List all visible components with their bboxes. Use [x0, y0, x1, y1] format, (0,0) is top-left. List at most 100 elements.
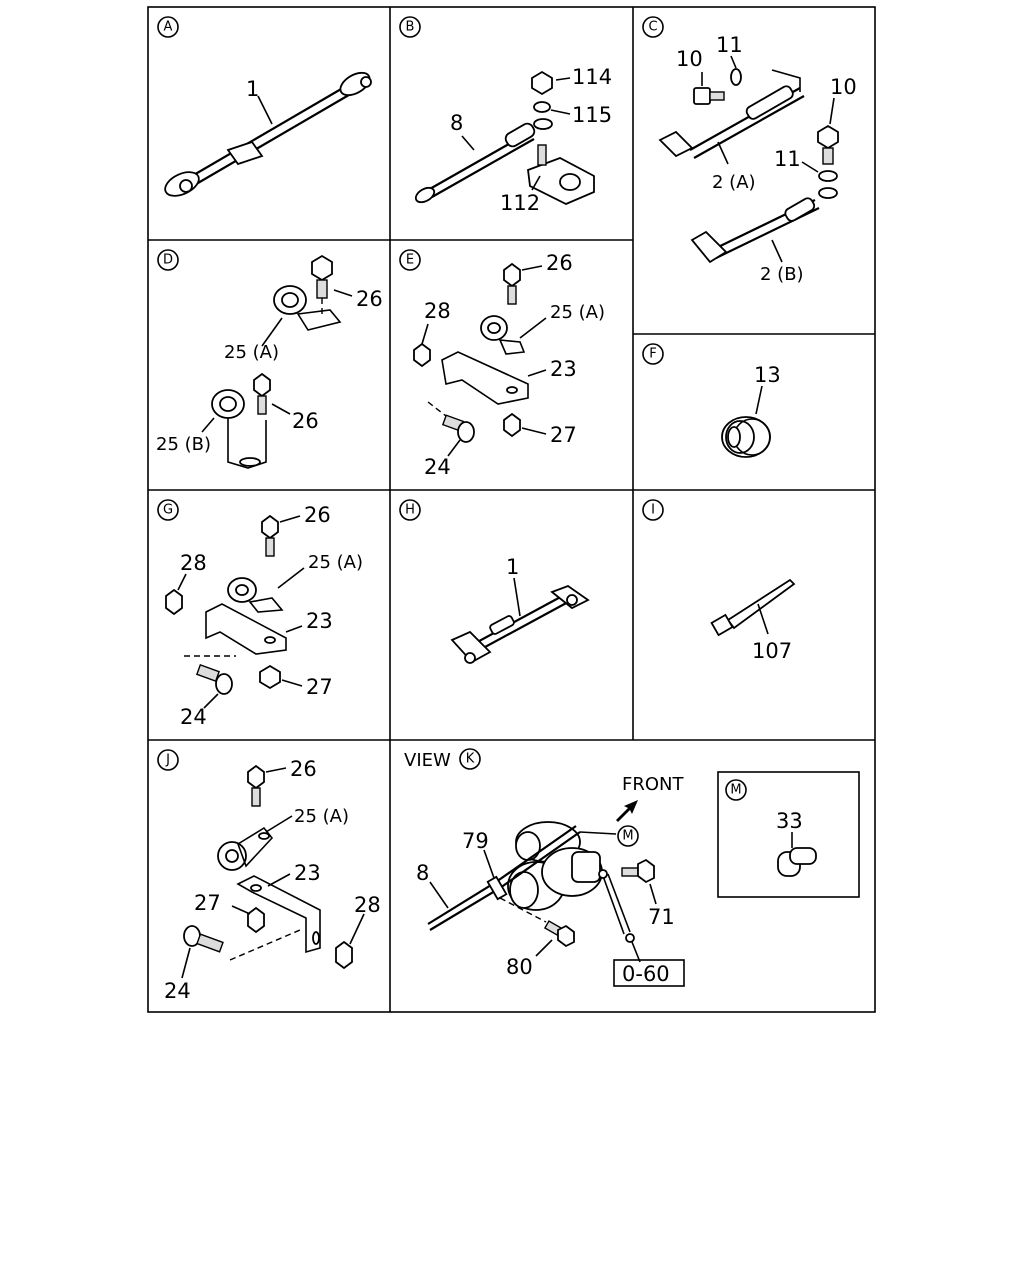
bolt-26	[503, 262, 521, 305]
ring-terminal	[598, 869, 608, 879]
part-label: 26	[546, 251, 573, 275]
part-label: 23	[306, 609, 333, 633]
part-label: 33	[776, 809, 803, 833]
part-label: 28	[180, 551, 207, 575]
diagram-grid	[147, 6, 876, 1013]
panel-m: M 33	[717, 771, 860, 898]
part-label: 24	[164, 979, 191, 1003]
leader-line	[461, 135, 475, 151]
panel-k-letter: K	[459, 748, 481, 770]
leader-line	[519, 317, 547, 339]
svg-text:G: G	[163, 503, 173, 518]
battery-cable-2a	[658, 69, 805, 159]
bolt-10-b	[817, 124, 839, 165]
panel-f-letter: F	[642, 343, 664, 365]
leader-line	[201, 417, 215, 433]
svg-text:K: K	[466, 752, 475, 767]
nut-27	[503, 412, 521, 438]
part-label: 25 (A)	[224, 342, 279, 363]
panel-h-letter: H	[399, 499, 421, 521]
leader-line	[349, 913, 365, 945]
part-label: 8	[416, 861, 429, 885]
part-label: 80	[506, 955, 533, 979]
panel-j-letter: J	[157, 749, 179, 771]
nut-27	[247, 906, 265, 934]
bolt-24	[184, 655, 236, 695]
leader-line	[755, 385, 763, 415]
battery-cable-1	[164, 71, 372, 197]
ring-terminal	[533, 118, 553, 130]
leader-line	[521, 427, 547, 435]
part-label: 25 (A)	[308, 552, 363, 573]
leader-line	[483, 849, 495, 879]
leader-line	[333, 289, 353, 297]
battery-terminal-112	[527, 144, 595, 205]
part-label: 28	[354, 893, 381, 917]
leader-line	[531, 175, 541, 191]
part-label: 26	[304, 503, 331, 527]
part-label: 23	[550, 357, 577, 381]
leader-line	[181, 947, 191, 979]
panel-h: H 1	[399, 499, 590, 664]
leader-line	[801, 161, 819, 173]
leader-line	[535, 939, 553, 957]
svg-text:B: B	[406, 20, 415, 35]
ring-terminal-b	[818, 187, 838, 199]
part-label: 27	[550, 423, 577, 447]
svg-text:C: C	[648, 20, 657, 35]
leader-line	[177, 573, 187, 591]
bolt-26	[261, 514, 279, 557]
panel-g: G 26 28 25 (A) 23 27	[157, 499, 363, 729]
bolt-26-b	[253, 372, 271, 415]
nut-27	[259, 664, 281, 690]
panel-k: VIEW K FRONT	[404, 748, 685, 987]
clip-25a	[480, 315, 526, 355]
part-label: 24	[180, 705, 207, 729]
part-label: 11	[774, 147, 801, 171]
leader-line	[513, 577, 521, 617]
leader-line	[261, 317, 283, 347]
leader-line	[429, 881, 449, 909]
nut-28	[335, 940, 353, 970]
leader-line	[527, 369, 547, 377]
part-label: 25 (A)	[550, 302, 605, 323]
panel-b-letter: B	[399, 16, 421, 38]
leader-line	[550, 109, 571, 115]
leader-line	[555, 77, 571, 81]
leader-line	[285, 625, 303, 633]
part-label: 107	[752, 639, 792, 663]
panel-d-letter: D	[157, 249, 179, 271]
front-label: FRONT	[622, 774, 684, 795]
leader-line	[279, 515, 301, 523]
part-label: 79	[462, 829, 489, 853]
leader-line	[421, 323, 429, 345]
svg-text:F: F	[649, 347, 656, 362]
cable-tie-107	[710, 578, 796, 637]
panel-a: A 1	[157, 16, 372, 197]
panel-m-letter: M	[725, 779, 747, 801]
part-label: 27	[306, 675, 333, 699]
starter-motor	[507, 821, 603, 911]
panel-c-letter: C	[642, 16, 664, 38]
reference-label: 0-60	[622, 962, 670, 986]
bracket-23	[205, 603, 287, 655]
part-label: 26	[292, 409, 319, 433]
svg-text:E: E	[406, 253, 414, 268]
nut-28	[165, 588, 183, 616]
part-label: 10	[676, 47, 703, 71]
ring-terminal	[625, 933, 635, 943]
part-label: 112	[500, 191, 540, 215]
view-label: VIEW	[404, 750, 451, 771]
part-label: 71	[648, 905, 675, 929]
part-label: 2 (B)	[760, 264, 804, 285]
ground-cable	[607, 873, 631, 933]
leader-line	[730, 55, 737, 69]
washer-11	[730, 68, 742, 86]
panel-f: F 13	[642, 343, 781, 458]
leader-line	[579, 831, 617, 835]
clip-25a	[217, 826, 274, 871]
panel-c: C 10 11	[642, 16, 857, 285]
bolt-10	[693, 87, 725, 105]
svg-text:I: I	[651, 503, 655, 518]
